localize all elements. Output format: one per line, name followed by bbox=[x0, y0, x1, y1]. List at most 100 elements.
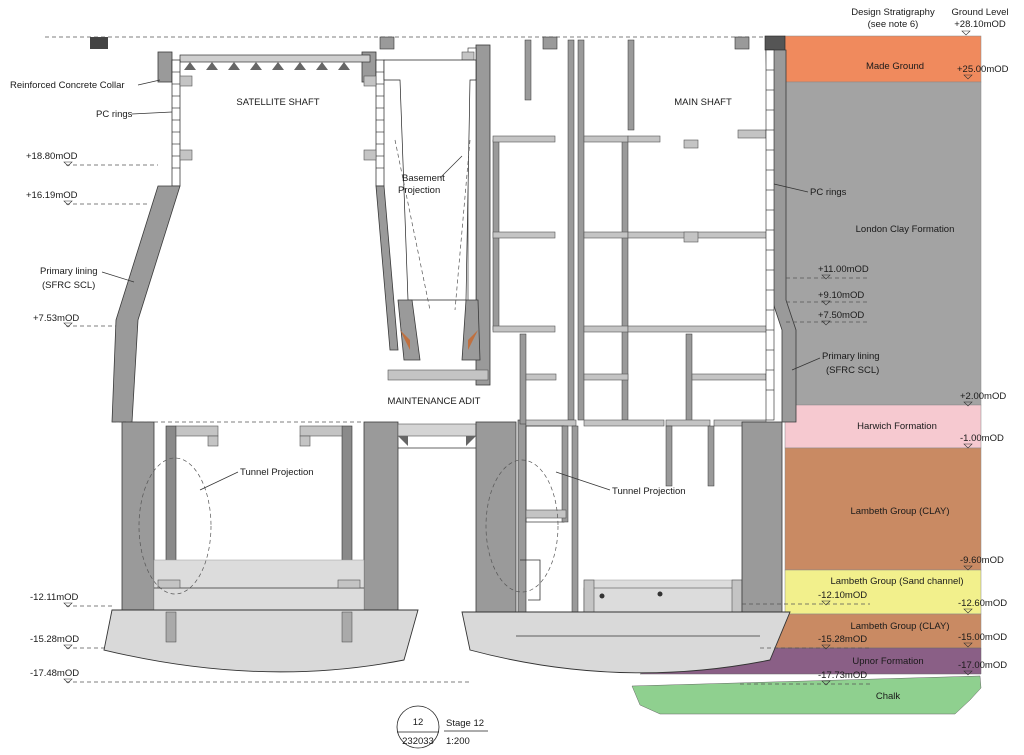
stratum-label-chalk: Chalk bbox=[876, 691, 901, 702]
main-outer-wall-left bbox=[475, 421, 517, 613]
stratum-label-london-clay: London Clay Formation bbox=[856, 224, 955, 235]
stratum-level: -15.00mOD bbox=[958, 632, 1007, 643]
tunnel-projection-left-leader bbox=[199, 471, 239, 491]
stratum-london-clay bbox=[784, 81, 982, 406]
main-primary-lining-right-lower bbox=[741, 421, 783, 617]
left-level-lines bbox=[66, 164, 470, 683]
tunnel-projection-left bbox=[138, 457, 212, 595]
pc-rings-left-leader bbox=[131, 111, 173, 115]
collar-stub bbox=[379, 36, 395, 50]
adit-roof bbox=[387, 369, 489, 381]
main-level-lines bbox=[740, 277, 870, 685]
stratum-level: +2.00mOD bbox=[960, 391, 1006, 402]
basement-projection-leader bbox=[439, 155, 463, 179]
tunnel-projection-left-label: Tunnel Projection bbox=[240, 467, 314, 478]
level-label: -15.28mOD bbox=[30, 634, 79, 645]
main-shaft-label: MAIN SHAFT bbox=[674, 97, 732, 108]
corbel bbox=[363, 149, 377, 161]
title-drawing-ref: 232033 bbox=[402, 736, 434, 747]
stratum-lambeth-clay-upper bbox=[784, 447, 982, 571]
stratum-level: -12.60mOD bbox=[958, 598, 1007, 609]
lower-wall-right bbox=[363, 421, 399, 611]
primary-lining-left bbox=[111, 185, 181, 423]
ring-joints bbox=[766, 69, 774, 391]
primary-lining-right-label-1: Primary lining bbox=[822, 351, 880, 362]
tunnel-projection-right bbox=[485, 459, 559, 593]
adit-bracket bbox=[398, 436, 476, 446]
stratum-harwich bbox=[784, 404, 982, 449]
main-shaft bbox=[461, 39, 797, 674]
design-stratigraphy-note: (see note 6) bbox=[868, 19, 919, 30]
internal-wall bbox=[571, 425, 579, 637]
primary-lining-right-label-2: (SFRC SCL) bbox=[826, 365, 879, 376]
basement-projection-label-1: Basement bbox=[402, 173, 445, 184]
stratum-label-lambeth-clay-upper: Lambeth Group (CLAY) bbox=[850, 506, 949, 517]
prop-brackets bbox=[184, 62, 350, 70]
main-wall-left bbox=[517, 419, 527, 621]
level-label: -12.10mOD bbox=[818, 590, 867, 601]
lift-shaft bbox=[525, 425, 565, 523]
stratum-label-made-ground: Made Ground bbox=[866, 61, 924, 72]
stair-outline bbox=[520, 559, 541, 601]
pc-ring-wall-right bbox=[375, 59, 385, 187]
internal-wall bbox=[665, 425, 673, 487]
tunnel-projection-right-label: Tunnel Projection bbox=[612, 486, 686, 497]
maintenance-adit bbox=[397, 423, 477, 449]
slab-step bbox=[157, 579, 181, 589]
design-stratigraphy-title: Design Stratigraphy bbox=[851, 7, 935, 18]
level-label: +11.00mOD bbox=[818, 264, 869, 275]
internal-wall bbox=[707, 425, 715, 487]
title-number: 12 bbox=[413, 717, 424, 728]
stratum-chalk bbox=[631, 675, 982, 715]
primary-lining-left-label-2: (SFRC SCL) bbox=[42, 280, 95, 291]
landing bbox=[207, 435, 219, 447]
level-label: -12.11mOD bbox=[30, 592, 79, 603]
slab-step bbox=[337, 579, 361, 589]
sump-point bbox=[599, 593, 605, 599]
stratum-level-markers: +25.00mOD +2.00mOD -1.00mOD -9.60mOD -12… bbox=[957, 64, 1009, 676]
stratum-level: -9.60mOD bbox=[960, 555, 1004, 566]
stratum-made-ground bbox=[784, 35, 982, 83]
pc-ring-wall-left bbox=[171, 59, 181, 187]
ring-joints bbox=[172, 71, 384, 169]
landing bbox=[175, 425, 219, 437]
core-wall-4 bbox=[627, 39, 635, 131]
core-wall-2 bbox=[567, 39, 575, 421]
corbel bbox=[179, 149, 193, 161]
base-fill bbox=[153, 559, 365, 611]
basement-dash bbox=[454, 139, 471, 311]
main-pc-ring-wall bbox=[765, 49, 775, 421]
level-label: +16.19mOD bbox=[26, 190, 78, 201]
stratum-level: +25.00mOD bbox=[957, 64, 1009, 75]
collar-left bbox=[157, 51, 173, 83]
corbel bbox=[363, 75, 377, 87]
core-wall-1 bbox=[524, 39, 532, 101]
basement-projection-label-2: Projection bbox=[398, 185, 440, 196]
title-scale: 1:200 bbox=[446, 736, 470, 747]
primary-lining-left-label-1: Primary lining bbox=[40, 266, 98, 277]
title-block: 12 232033 Stage 12 1:200 bbox=[396, 705, 488, 749]
basement-wall bbox=[375, 185, 399, 351]
left-level-markers: +18.80mOD +16.19mOD +7.53mOD -12.11mOD -… bbox=[26, 151, 79, 684]
collar-stub bbox=[764, 35, 786, 51]
base-fill-main bbox=[583, 579, 743, 617]
satellite-shaft-label: SATELLITE SHAFT bbox=[236, 97, 319, 108]
title-stage: Stage 12 bbox=[446, 718, 484, 729]
title-circle bbox=[396, 705, 440, 749]
basement-dash bbox=[394, 139, 431, 311]
ground-level-label: Ground Level bbox=[951, 7, 1008, 18]
landing bbox=[299, 425, 343, 437]
hatched-block bbox=[90, 37, 108, 49]
base-slab-main bbox=[461, 611, 791, 674]
tunnel-projection-right-leader bbox=[555, 471, 611, 491]
level-label: +7.50mOD bbox=[818, 310, 864, 321]
stratum-label-harwich: Harwich Formation bbox=[857, 421, 937, 432]
floor-slabs bbox=[492, 129, 769, 427]
base-slab-satellite bbox=[103, 609, 419, 673]
ground-level-value: +28.10mOD bbox=[954, 19, 1006, 30]
sump-point bbox=[657, 591, 663, 597]
lower-wall-left bbox=[121, 421, 155, 611]
pile bbox=[165, 611, 177, 643]
funnel-side-left bbox=[397, 299, 421, 361]
